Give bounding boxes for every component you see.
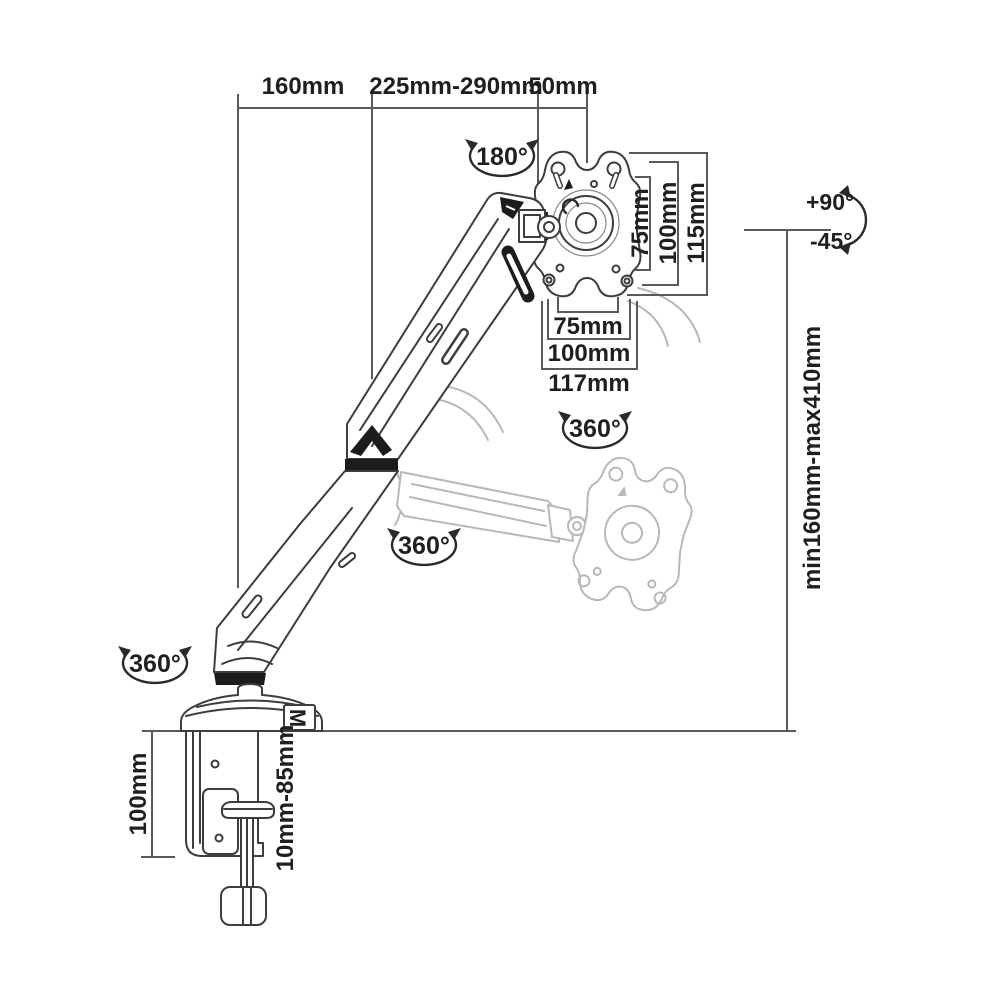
rotation-arc-base — [121, 654, 189, 685]
vesa-115v-dim — [627, 152, 708, 296]
ghost-keyhole — [577, 574, 591, 588]
dim-label-vesa-115v: 115mm — [683, 182, 710, 263]
ghost-vesa-plate — [572, 456, 693, 612]
ghost-swing-arc — [627, 300, 669, 347]
base-band — [214, 673, 266, 685]
rotation-arc-vesa — [561, 419, 629, 450]
vesa-plate — [533, 150, 642, 298]
elbow-dark-chevron — [350, 425, 392, 456]
dim-label-desk-thickness: 10mm-85mm — [272, 725, 299, 872]
rotation-annotations: 180° 360° 360° 360° +90° -45° — [118, 139, 868, 685]
vesa-75h-dim — [557, 297, 619, 313]
arc-arrowhead-icon — [448, 528, 461, 540]
dim-label-head-offset: 50mm — [528, 73, 597, 100]
dim-label-vesa-100v: 100mm — [655, 182, 682, 265]
rotation-label-base: 360° — [129, 650, 181, 678]
dim-label-arm-reach: 225mm-290mm — [369, 73, 542, 100]
ghost-keyhole — [663, 478, 679, 494]
arm-assembly — [213, 191, 561, 685]
ghost-keyhole — [653, 591, 667, 605]
ghost-plate-outline — [572, 456, 693, 612]
ghost-hub-ring — [604, 504, 661, 561]
ghost-keyhole — [608, 466, 624, 482]
ghost-up-mark — [617, 486, 627, 496]
keyhole-bottom-left-hole — [545, 276, 553, 284]
rotation-label-arm: 360° — [398, 532, 450, 560]
cable-clip-recess — [283, 704, 316, 731]
screw-hole — [611, 264, 621, 274]
arc-arrowhead-icon — [839, 242, 851, 255]
dim-label-vesa-75v: 75mm — [627, 188, 654, 257]
arc-arrowhead-icon — [118, 646, 131, 658]
dim-label-base-to-elbow: 160mm — [262, 73, 345, 100]
arc-arrowhead-icon — [558, 411, 571, 423]
head-slot-core — [506, 253, 529, 295]
ghost-head-pivot-hole — [572, 521, 582, 531]
vesa-100h-dim — [547, 299, 631, 340]
dim-label-vesa-117h: 117mm — [548, 370, 629, 397]
clamp-bracket-seams — [192, 730, 201, 849]
arc-arrowhead-icon — [179, 646, 192, 658]
riser-slot-core — [243, 596, 261, 617]
small-hole — [590, 180, 598, 188]
arm-oval-core — [428, 325, 441, 341]
arc-arrowhead-icon — [387, 528, 400, 540]
riser-mold-lines — [221, 640, 278, 665]
up-arrow-icon — [564, 179, 573, 190]
ghost-arm-seams — [409, 483, 547, 527]
arc-arrowhead-icon — [465, 139, 478, 151]
head-pivot-hole — [543, 221, 555, 233]
keyhole-bottom-right — [620, 274, 634, 288]
screw-hole — [555, 263, 565, 273]
upper-arm-seams — [359, 218, 510, 447]
keyhole-bottom-right-hole — [623, 277, 631, 285]
elbow-band — [345, 459, 398, 471]
tilt-down-label: -45° — [810, 228, 852, 254]
riser-seam — [237, 507, 353, 651]
dimension-labels: 160mm 225mm-290mm 50mm 75mm 100mm 115mm … — [125, 73, 826, 871]
arc-arrowhead-icon — [619, 411, 632, 423]
desk-clamp — [185, 730, 275, 926]
head-pivot — [537, 215, 561, 239]
dim-label-vesa-100h: 100mm — [548, 340, 631, 367]
arc-arrowhead-icon — [839, 185, 851, 198]
rotation-label-vesa: 360° — [569, 415, 621, 443]
arc-arrowhead-icon — [526, 139, 539, 151]
ghost-hub-hole — [621, 521, 644, 544]
dim-label-vesa-75h: 75mm — [553, 313, 622, 340]
vesa-100v-dim — [642, 161, 679, 286]
arm-slot-core — [443, 330, 467, 363]
knob-ridges — [242, 886, 252, 926]
ghost-screw-hole — [592, 566, 602, 576]
vesa-75v-dim — [635, 176, 651, 271]
dim-label-height-range: min160mm-max410mm — [799, 326, 826, 590]
rotation-arc-arm — [390, 536, 458, 567]
head-chevron-notch — [505, 205, 516, 211]
keyhole-slot-core — [610, 173, 618, 188]
tilt-arc — [848, 194, 868, 246]
rotation-arc-180 — [468, 147, 536, 178]
keyhole-slot-core — [554, 173, 562, 188]
cable-clip-mark: M — [285, 709, 310, 727]
dim-label-clamp-height: 100mm — [125, 753, 152, 836]
ghost-arm-position — [394, 287, 701, 612]
rotation-label-head: 180° — [476, 143, 528, 171]
riser-oval-core — [340, 554, 354, 566]
keyhole-bottom-left — [542, 273, 556, 287]
tilt-up-label: +90° — [806, 189, 854, 215]
base-dome: M — [180, 683, 323, 732]
ghost-screw-hole — [647, 579, 657, 589]
hub-hole — [575, 212, 597, 234]
bracket-hole — [210, 759, 220, 769]
bracket-hole — [214, 833, 224, 843]
clamp-guide-plate — [202, 788, 239, 855]
hub-inner-ring — [565, 202, 607, 244]
rotation-mark-icon — [561, 198, 580, 215]
ghost-swing-arc — [637, 287, 701, 343]
vesa-117h-dim — [541, 301, 638, 370]
ghost-head-bracket — [547, 504, 574, 542]
